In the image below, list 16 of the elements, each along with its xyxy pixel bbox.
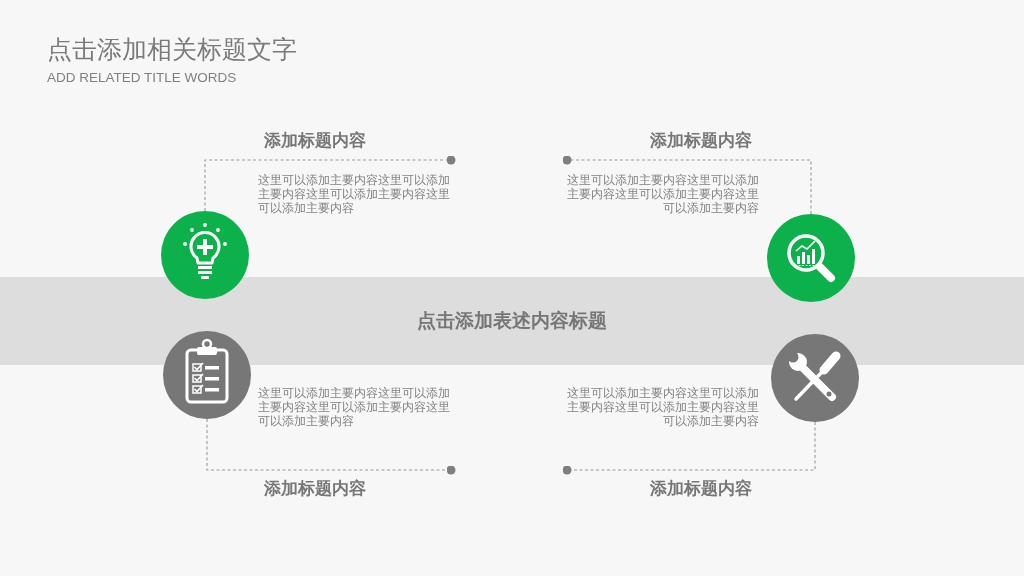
body-text: 这里可以添加主要内容这里可以添加主要内容这里可以添加主要内容这里可以添加主要内容 (258, 386, 451, 428)
section-heading: 添加标题内容 (649, 131, 753, 151)
dashed-connector (562, 155, 812, 215)
section-heading: 添加标题内容 (263, 479, 367, 499)
body-text: 这里可以添加主要内容这里可以添加主要内容这里可以添加主要内容这里可以添加主要内容 (566, 386, 759, 428)
body-text: 这里可以添加主要内容这里可以添加主要内容这里可以添加主要内容这里可以添加主要内容 (566, 173, 759, 215)
slide-subtitle: ADD RELATED TITLE WORDS (47, 70, 237, 86)
dashed-connector (204, 155, 456, 212)
section-heading: 添加标题内容 (649, 479, 753, 499)
dashed-connector (562, 421, 816, 475)
dashed-connector (206, 418, 456, 475)
slide-title: 点击添加相关标题文字 (47, 34, 297, 64)
band-title: 点击添加表述内容标题 (417, 309, 607, 333)
banner-band (0, 277, 1024, 365)
body-text: 这里可以添加主要内容这里可以添加主要内容这里可以添加主要内容这里可以添加主要内容 (258, 173, 451, 215)
section-heading: 添加标题内容 (263, 131, 367, 151)
